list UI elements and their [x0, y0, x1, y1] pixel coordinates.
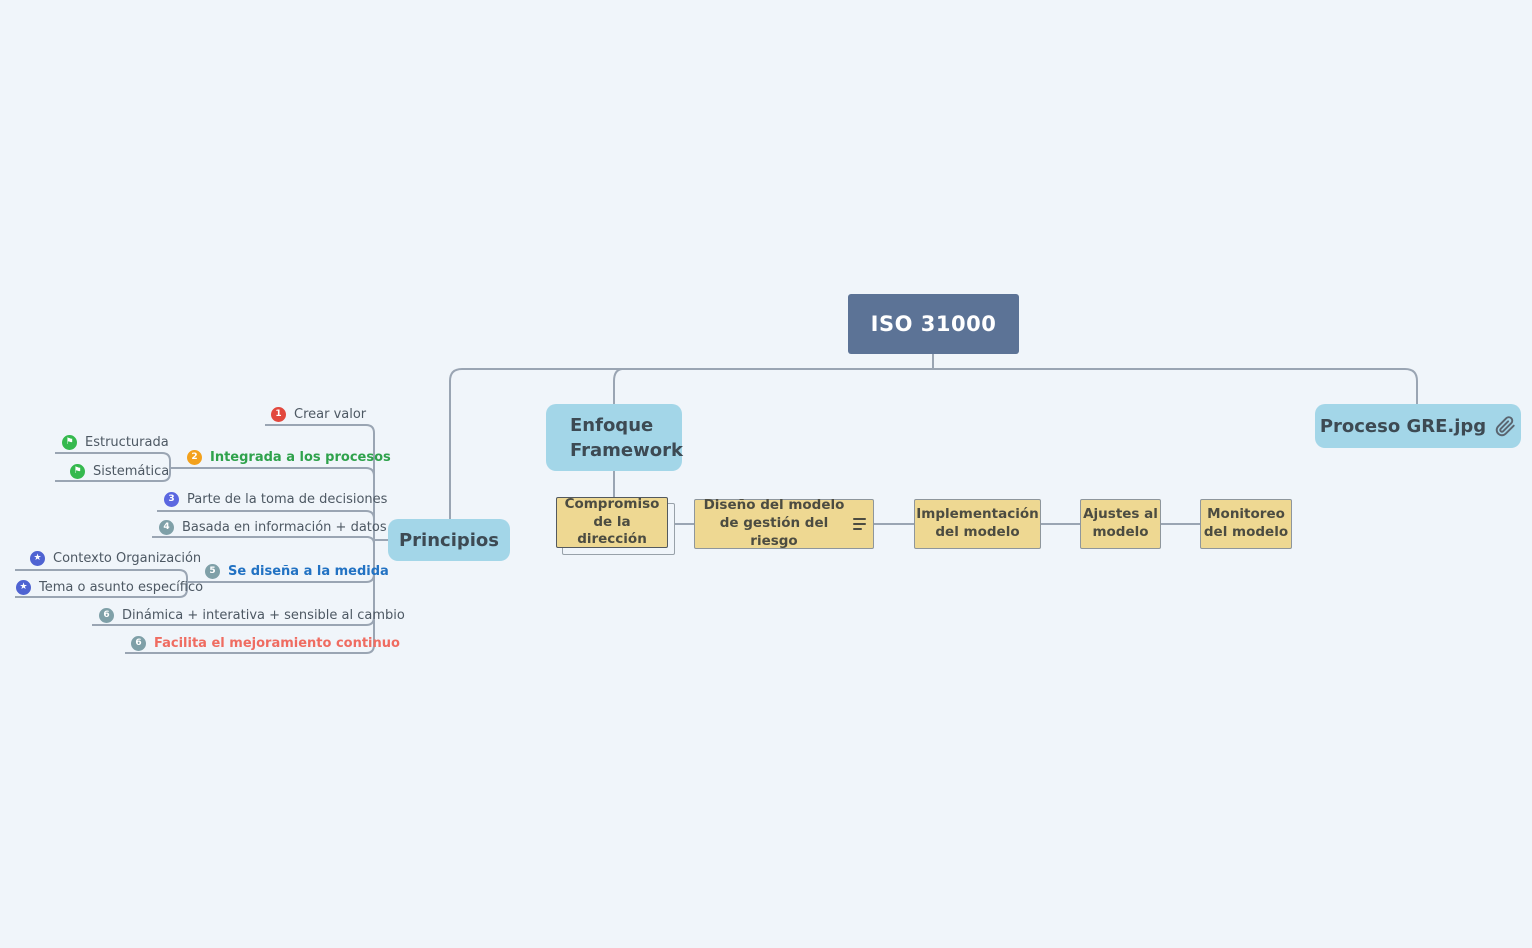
step-label: Monitoreo del modelo	[1203, 506, 1289, 540]
node-principios[interactable]: Principios	[388, 519, 510, 561]
step-label: Ajustes al modelo	[1083, 506, 1158, 540]
priority-6-icon: 6	[131, 635, 146, 651]
topic-contexto-organizacion[interactable]: ★ Contexto Organización	[30, 550, 201, 566]
root-label: ISO 31000	[870, 312, 997, 336]
topic-label: Tema o asunto específico	[39, 579, 204, 595]
topic-label: Sistemática	[93, 463, 170, 479]
topic-dinamica-interativa[interactable]: 6 Dinámica + interativa + sensible al ca…	[99, 607, 405, 623]
topic-label: Dinámica + interativa + sensible al camb…	[122, 607, 405, 623]
node-implementacion-modelo[interactable]: Implementación del modelo	[914, 499, 1041, 549]
topic-sistematica[interactable]: ⚑ Sistemática	[70, 463, 169, 479]
star-icon: ★	[30, 550, 45, 566]
topic-label: Facilita el mejoramiento continuo	[154, 635, 400, 651]
topic-label: Se diseña a la medida	[228, 563, 389, 579]
priority-6-icon: 6	[99, 607, 114, 623]
flag-icon: ⚑	[70, 463, 85, 479]
node-iso-31000[interactable]: ISO 31000	[848, 294, 1019, 354]
topic-se-disena-medida[interactable]: 5 Se diseña a la medida	[205, 563, 389, 579]
topic-integrada-procesos[interactable]: 2 Integrada a los procesos	[187, 449, 391, 465]
step-label: Diseño del modelo de gestión del riesgo	[703, 497, 845, 549]
node-label: Enfoque Framework	[570, 414, 683, 461]
topic-label: Integrada a los procesos	[210, 449, 391, 465]
star-icon: ★	[16, 579, 31, 595]
flag-icon: ⚑	[62, 434, 77, 450]
topic-label: Basada en información + datos	[182, 519, 387, 535]
topic-parte-toma-decisiones[interactable]: 3 Parte de la toma de decisiones	[164, 491, 387, 507]
node-diseno-modelo[interactable]: Diseño del modelo de gestión del riesgo	[694, 497, 874, 549]
paperclip-icon[interactable]	[1495, 415, 1516, 437]
step-label: Compromiso de la dirección	[564, 495, 660, 548]
topic-label: Parte de la toma de decisiones	[187, 491, 388, 507]
node-ajustes-modelo[interactable]: Ajustes al modelo	[1080, 499, 1161, 549]
topic-label: Estructurada	[85, 434, 169, 450]
priority-2-icon: 2	[187, 449, 202, 465]
topic-tema-asunto-especifico[interactable]: ★ Tema o asunto específico	[16, 579, 203, 595]
topic-label: Contexto Organización	[53, 550, 202, 566]
priority-3-icon: 3	[164, 491, 179, 507]
priority-5-icon: 5	[205, 563, 220, 579]
node-proceso-gre[interactable]: Proceso GRE.jpg	[1315, 404, 1521, 448]
node-label: Proceso GRE.jpg	[1319, 415, 1487, 437]
topic-facilita-mejoramiento[interactable]: 6 Facilita el mejoramiento continuo	[131, 635, 400, 651]
node-enfoque-framework[interactable]: Enfoque Framework	[546, 404, 683, 471]
topic-basada-informacion[interactable]: 4 Basada en información + datos	[159, 519, 387, 535]
topic-crear-valor[interactable]: 1 Crear valor	[271, 406, 366, 422]
node-monitoreo-modelo[interactable]: Monitoreo del modelo	[1200, 499, 1292, 549]
node-label: Principios	[398, 529, 500, 551]
topic-estructurada[interactable]: ⚑ Estructurada	[62, 434, 169, 450]
priority-4-icon: 4	[159, 519, 174, 535]
topic-label: Crear valor	[294, 406, 367, 422]
step-label: Implementación del modelo	[916, 506, 1039, 540]
node-compromiso-direccion[interactable]: Compromiso de la dirección	[556, 495, 668, 548]
notes-icon[interactable]	[853, 518, 866, 530]
priority-1-icon: 1	[271, 406, 286, 422]
